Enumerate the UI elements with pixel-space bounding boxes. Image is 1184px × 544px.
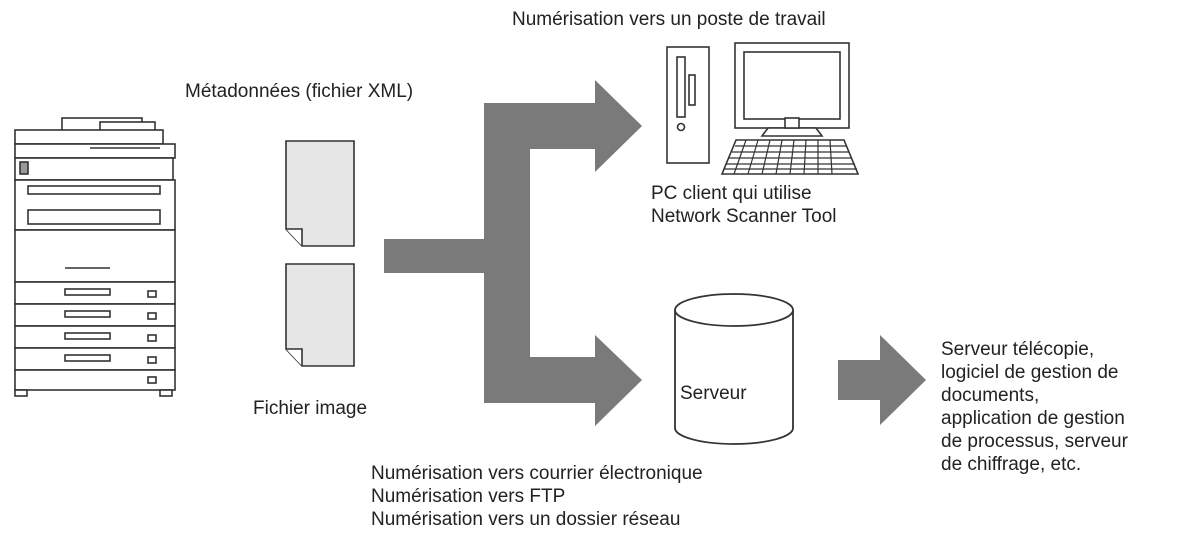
printer-icon xyxy=(14,117,176,397)
output-arrow xyxy=(838,335,926,425)
client-pc-label: PC client qui utilise Network Scanner To… xyxy=(651,182,837,228)
destinations-label: Serveur télécopie, logiciel de gestion d… xyxy=(941,338,1128,476)
destination-line: logiciel de gestion de xyxy=(941,362,1119,383)
image-file-label: Fichier image xyxy=(253,398,368,419)
metadata-document-icon xyxy=(285,140,355,247)
destination-line: de processus, serveur xyxy=(941,431,1128,452)
workstation-icon xyxy=(666,42,860,175)
server-icon xyxy=(674,293,794,445)
branch-arrow xyxy=(384,80,642,426)
scan-methods-list: Numérisation vers courrier électronique … xyxy=(371,462,703,531)
keyboard-keys xyxy=(724,139,857,175)
scan-method-item: Numérisation vers courrier électronique xyxy=(371,463,703,484)
server-label: Serveur xyxy=(680,383,747,404)
destination-line: documents, xyxy=(941,385,1040,406)
metadata-label: Métadonnées (fichier XML) xyxy=(185,81,414,102)
scan-to-pc-label: Numérisation vers un poste de travail xyxy=(512,9,826,30)
destination-line: application de gestion xyxy=(941,408,1125,429)
scan-method-item: Numérisation vers un dossier réseau xyxy=(371,509,681,530)
destination-line: Serveur télécopie, xyxy=(941,339,1095,360)
client-pc-line: PC client qui utilise xyxy=(651,183,812,204)
scan-method-item: Numérisation vers FTP xyxy=(371,486,566,507)
client-pc-line: Network Scanner Tool xyxy=(651,206,837,227)
image-document-icon xyxy=(285,263,355,367)
destination-line: de chiffrage, etc. xyxy=(941,454,1082,475)
